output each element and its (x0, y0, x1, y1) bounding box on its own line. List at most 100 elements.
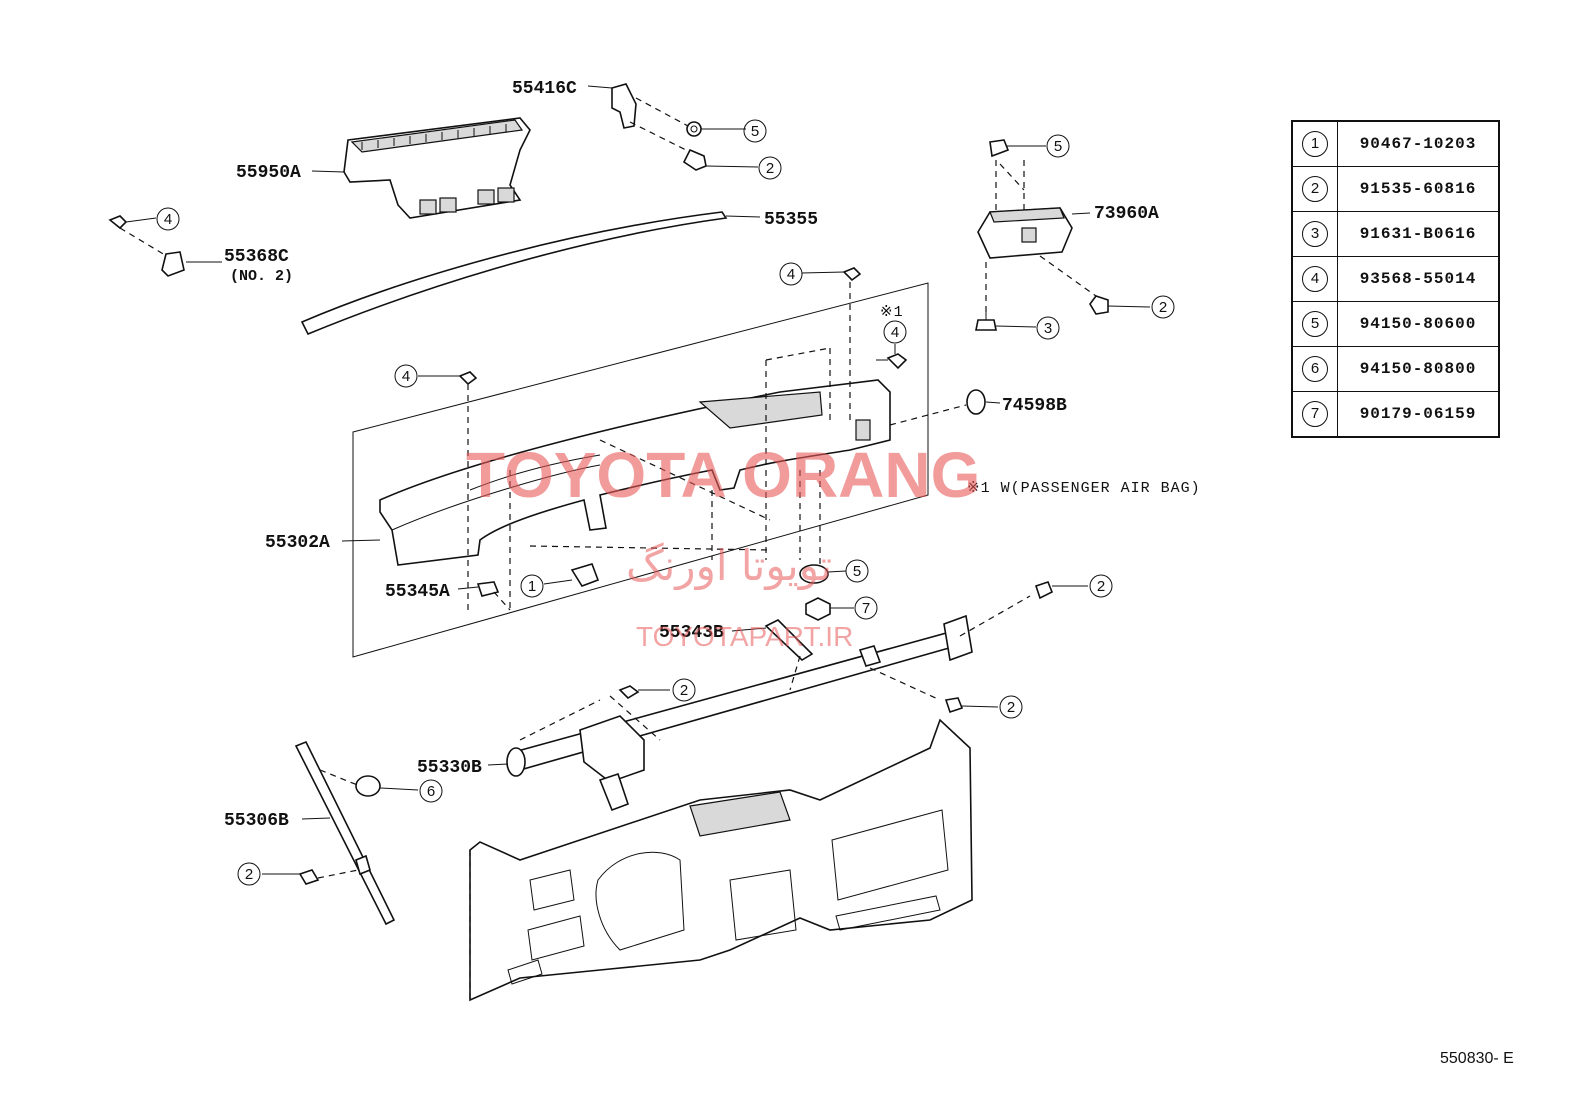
plug-74598b (889, 389, 1001, 426)
fastener-ref-number: 6 (1302, 356, 1328, 382)
marker-4-left: 4 (156, 207, 180, 231)
fastener-row: 7 90179-06159 (1291, 391, 1500, 438)
fastener-ref-number: 5 (1302, 311, 1328, 337)
fastener-row: 5 94150-80600 (1291, 301, 1500, 347)
label-55345a: 55345A (385, 582, 450, 602)
note-passenger-airbag: ※1 W(PASSENGER AIR BAG) (967, 480, 1201, 497)
label-55302a: 55302A (265, 533, 330, 553)
screws-4 (418, 267, 908, 610)
marker-5-airbag: 5 (1046, 134, 1070, 158)
brace-55343b (731, 619, 814, 661)
marker-7-pad: 7 (854, 596, 878, 620)
fastener-row: 2 91535-60816 (1291, 166, 1500, 212)
svg-text:4: 4 (891, 324, 899, 341)
passenger-airbag-73960a (975, 139, 1151, 331)
svg-text:5: 5 (853, 563, 861, 580)
watermark-brand-fa: تویوتا اورنگ (626, 541, 832, 590)
fastener-ref-cell: 4 (1291, 256, 1338, 302)
fastener-table: 1 90467-10203 2 91535-60816 3 91631-B0616 4 935… (1291, 120, 1500, 438)
svg-text:4: 4 (164, 211, 172, 228)
svg-text:7: 7 (862, 600, 870, 617)
fastener-ref-number: 2 (1302, 176, 1328, 202)
marker-1-clip: 1 (520, 574, 544, 598)
label-55950a: 55950A (236, 163, 301, 183)
label-55416c: 55416C (512, 79, 577, 99)
label-74598b: 74598B (1002, 396, 1067, 416)
svg-text:3: 3 (1044, 320, 1052, 337)
fastener-ref-cell: 3 (1291, 211, 1338, 257)
svg-text:2: 2 (1007, 699, 1015, 716)
label-55355: 55355 (764, 210, 818, 230)
label-55330b: 55330B (417, 758, 482, 778)
reinforcement-55330b (487, 595, 1031, 812)
svg-text:2: 2 (1097, 578, 1105, 595)
fastener-part-number: 94150-80600 (1337, 301, 1500, 347)
label-55306b: 55306B (224, 811, 289, 831)
bolts-2 (618, 581, 1088, 714)
fastener-row: 4 93568-55014 (1291, 256, 1500, 302)
label-73960a: 73960A (1094, 204, 1159, 224)
fastener-ref-number: 7 (1302, 401, 1328, 427)
watermark-site: TOYOTAPART.IR (636, 621, 853, 652)
marker-4-airbag-note: 4 (883, 320, 907, 344)
svg-text:4: 4 (402, 368, 410, 385)
instrument-pad-55302a (341, 379, 891, 566)
label-55368c-sub: (NO. 2) (230, 268, 293, 285)
marker-5-top: 5 (743, 119, 767, 143)
label-55343b: 55343B (659, 623, 724, 643)
marker-4-pad-right: 4 (779, 262, 803, 286)
fastener-ref-number: 4 (1302, 266, 1328, 292)
note-mark-ref: ※1 (880, 304, 904, 321)
bracket-55416c (587, 83, 759, 171)
marker-2-brace: 2 (237, 862, 261, 886)
marker-4-pad-left: 4 (394, 364, 418, 388)
fastener-part-number: 91535-60816 (1337, 166, 1500, 212)
fastener-ref-cell: 7 (1291, 391, 1338, 438)
svg-text:2: 2 (1159, 299, 1167, 316)
fastener-part-number: 91631-B0616 (1337, 211, 1500, 257)
fastener-ref-cell: 1 (1291, 120, 1338, 167)
svg-text:2: 2 (245, 866, 253, 883)
fastener-part-number: 94150-80800 (1337, 346, 1500, 392)
svg-text:6: 6 (427, 783, 435, 800)
fastener-row: 1 90467-10203 (1291, 120, 1500, 167)
fastener-part-number: 90179-06159 (1337, 391, 1500, 438)
svg-text:5: 5 (1054, 138, 1062, 155)
marker-2-airbag: 2 (1151, 295, 1175, 319)
label-55368c: 55368C (224, 247, 289, 267)
fastener-ref-number: 3 (1302, 221, 1328, 247)
fastener-ref-number: 1 (1302, 131, 1328, 157)
nut-5-7 (799, 564, 854, 621)
marker-3-airbag: 3 (1036, 316, 1060, 340)
fastener-part-number: 93568-55014 (1337, 256, 1500, 302)
fastener-ref-cell: 5 (1291, 301, 1338, 347)
svg-text:4: 4 (787, 266, 795, 283)
fastener-ref-cell: 6 (1291, 346, 1338, 392)
fastener-row: 3 91631-B0616 (1291, 211, 1500, 257)
bracket-55368c (108, 215, 222, 277)
marker-2-tube-right: 2 (1089, 574, 1113, 598)
marker-2-tube-mid: 2 (999, 695, 1023, 719)
garnish-strip-55355 (300, 211, 761, 336)
nut-55345a (457, 581, 511, 611)
fastener-part-number: 90467-10203 (1337, 120, 1500, 167)
watermark-brand: TOYOTA ORANG (466, 439, 980, 511)
diagram-code: 550830- E (1440, 1050, 1514, 1067)
marker-2-top: 2 (758, 156, 782, 180)
brace-55306b (262, 740, 419, 926)
svg-text:2: 2 (680, 682, 688, 699)
marker-5-pad: 5 (845, 559, 869, 583)
marker-2-tube-left: 2 (672, 678, 696, 702)
svg-text:5: 5 (751, 123, 759, 140)
instrument-pad-frame (352, 282, 929, 658)
svg-text:1: 1 (528, 578, 536, 595)
lower-instrument-panel (469, 718, 973, 1002)
clip-1 (543, 563, 600, 587)
fastener-table-body: 1 90467-10203 2 91535-60816 3 91631-B0616 4 935… (1291, 120, 1500, 438)
fastener-ref-cell: 2 (1291, 166, 1338, 212)
marker-6-brace: 6 (419, 779, 443, 803)
svg-text:2: 2 (766, 160, 774, 177)
fastener-row: 6 94150-80800 (1291, 346, 1500, 392)
